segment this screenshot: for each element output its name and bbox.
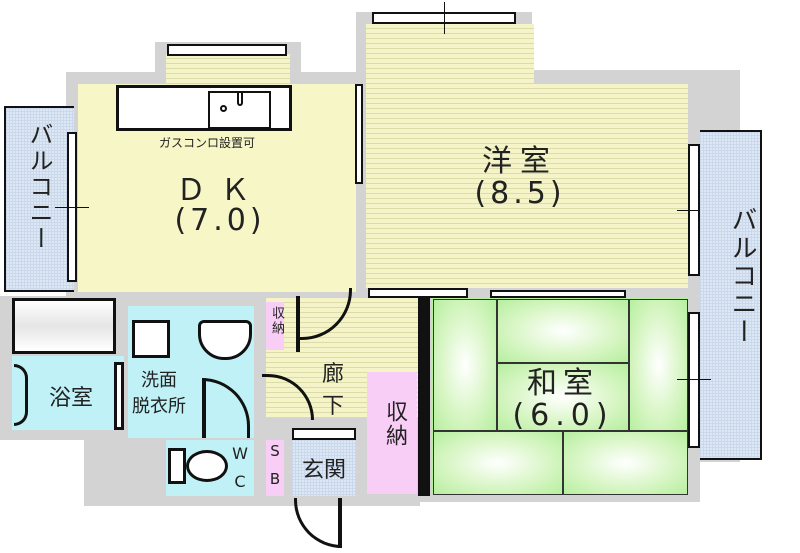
balcony-right (700, 130, 762, 460)
shoe-box-label-2: B (269, 470, 281, 488)
window-marker (677, 379, 711, 380)
dk-window (167, 44, 287, 56)
window-marker (677, 210, 711, 211)
japanese-right-window (688, 312, 700, 448)
japanese-top-sliding-door[interactable] (490, 290, 626, 298)
toilet-label-2: C (234, 472, 246, 491)
toilet-bowl-icon (186, 450, 228, 482)
washroom-label-2: 脱衣所 (132, 396, 186, 417)
room-western (366, 24, 534, 288)
bathtub (12, 298, 116, 354)
room-western-ext (534, 84, 688, 288)
washroom-label-1: 洗面 (141, 370, 177, 391)
sink (208, 91, 271, 129)
balcony-right-label: バルコニー (727, 206, 757, 346)
tatami-mat (433, 431, 563, 495)
dk-window-alcove (166, 54, 290, 88)
bath-label: 浴室 (48, 386, 93, 411)
storage-small (266, 302, 284, 350)
bathroom (12, 356, 124, 430)
western-japanese-partition (368, 288, 468, 298)
faucet-icon (237, 91, 243, 106)
front-door-arc[interactable] (294, 498, 342, 548)
japanese-room-name: 和室 (527, 366, 599, 401)
storage-small-label: 収納 (269, 306, 284, 336)
western-room-size: (8.5) (474, 176, 566, 211)
wall-mass-bottom-right-cut (700, 462, 800, 553)
wall-mass-bottom-left-cut (0, 440, 84, 553)
entrance (292, 440, 356, 496)
storage-small-door[interactable] (296, 296, 300, 352)
hallway-label-1: 廊 (321, 362, 344, 387)
shoe-box (266, 440, 284, 496)
tatami-mat (629, 299, 688, 431)
shoe-box-label-1: S (270, 442, 280, 460)
dk-western-sliding-door[interactable] (355, 84, 363, 184)
balcony-left (4, 106, 74, 292)
tatami-mat (433, 299, 497, 431)
sink-drain-icon (220, 105, 227, 112)
western-room-name: 洋室 (482, 144, 558, 179)
wall-mass-right-white-cut (740, 70, 800, 130)
japanese-left-partition (418, 296, 430, 496)
shower-icon (14, 364, 28, 426)
bath-door[interactable] (114, 362, 124, 430)
gas-stove-note: ガスコンロ設置可 (158, 136, 255, 150)
wash-basin (198, 320, 252, 360)
japanese-room-size: (6.0) (512, 398, 614, 433)
hallway-label-2: 下 (321, 394, 344, 419)
window-marker (55, 207, 89, 208)
tatami-mat (497, 299, 629, 363)
balcony-left-label: バルコニー (25, 122, 53, 252)
entrance-step (292, 428, 356, 440)
toilet-icon (168, 448, 186, 484)
tatami-mat (563, 431, 688, 495)
wall-mass-upper-white-cut (532, 12, 800, 70)
storage-large (367, 372, 417, 494)
kitchen-counter (116, 85, 292, 131)
entrance-label: 玄関 (301, 458, 346, 483)
dk-room-size: (7.0) (174, 203, 266, 238)
storage-large-label: 収納 (382, 400, 407, 448)
toilet-label-1: W (232, 444, 248, 463)
washing-machine-pan (132, 320, 170, 358)
tatami-mat (497, 363, 629, 431)
window-marker (444, 2, 445, 34)
dk-room-name: ＤＫ (176, 173, 264, 208)
